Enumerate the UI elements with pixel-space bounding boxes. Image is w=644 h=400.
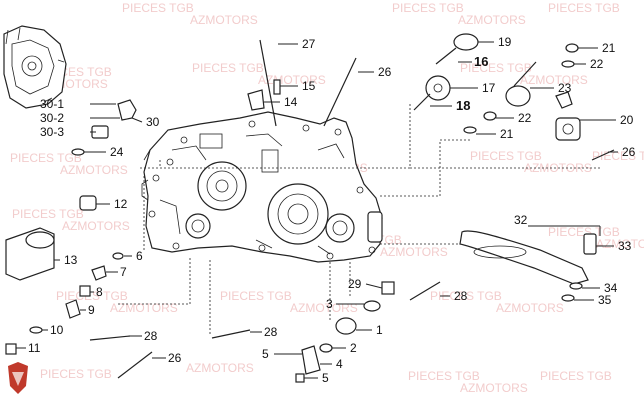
watermark-text: PIECES TGB [192,61,264,75]
watermark-text: PIECES TGB [408,369,480,383]
watermark-text: PIECES TGB [470,149,542,163]
callout-label: 7 [120,265,127,279]
watermark-text: PIECES TGB [56,289,128,303]
callout-label: 26 [168,351,182,365]
watermark-text: AZMOTORS [62,219,130,233]
watermark-text: AZMOTORS [460,381,528,395]
callout-label: 27 [302,37,316,51]
callout-label: 33 [618,239,632,253]
watermark-text: PIECES TGB [10,151,82,165]
callout-label: 2 [350,341,357,355]
callout-label: 5 [322,371,329,385]
callout-label: 15 [302,79,316,93]
callout-label: 10 [50,323,64,337]
callout-label: 14 [284,95,298,109]
watermark-text: AZMOTORS [290,301,358,315]
watermark-text: PIECES TGB [40,367,112,381]
long-bolts [89,39,615,379]
watermark-text: PIECES TGB [592,149,644,163]
callout-label: 9 [88,303,95,317]
callout-label: 19 [498,35,512,49]
watermark-text: AZMOTORS [524,161,592,175]
watermark-text: AZMOTORS [380,245,448,259]
watermark-text: PIECES TGB [540,369,612,383]
callout-labels: 27 15 26 14 19 16 17 18 21 22 23 21 22 2… [28,35,636,385]
callout-label: 30 [146,115,160,129]
watermark-text: AZMOTORS [190,13,258,27]
callout-label: 21 [500,127,514,141]
watermark-text: PIECES TGB [460,61,532,75]
callout-label: 20 [620,113,634,127]
callout-label: 4 [336,357,343,371]
leader-lines [16,41,618,379]
watermark-text: PIECES TGB [392,1,464,15]
watermark-text: PIECES TGB [430,289,502,303]
callout-label: 30-1 [40,97,64,111]
callout-label: 23 [558,81,572,95]
crankcase-half [141,111,383,263]
small-parts [5,33,597,383]
watermark-text: PIECES TGB [548,225,620,239]
watermark-text: PIECES TGB [12,207,84,221]
watermark-text: AZMOTORS [520,73,588,87]
watermark-text: AZMOTORS [496,301,564,315]
callout-label: 5 [262,347,269,361]
callout-label: 28 [454,289,468,303]
callout-label: 26 [378,65,392,79]
callout-label: 3 [326,297,333,311]
watermark-text: AZMOTORS [186,361,254,375]
callout-label: 24 [110,145,124,159]
callout-label: 22 [518,111,532,125]
callout-label: 28 [264,325,278,339]
callout-label: 13 [64,253,78,267]
callout-label: 1 [376,323,383,337]
callout-label: 16 [474,54,488,69]
callout-label: 11 [28,341,41,355]
callout-label: 8 [96,285,103,299]
callout-label: 30-3 [40,125,64,139]
callout-label: 12 [114,197,128,211]
watermark-text: PIECES TGB [220,289,292,303]
watermark-text: PIECES TGB [122,1,194,15]
callout-label: 21 [602,41,616,55]
callout-label: 18 [456,98,470,113]
callout-label: 30-2 [40,111,64,125]
callout-label: 29 [348,277,362,291]
watermark-text: AZMOTORS [110,301,178,315]
shield-logo [8,362,28,394]
engine-thumbnail [3,25,67,109]
callout-label: 22 [590,57,604,71]
callout-label: 34 [604,281,618,295]
watermark-text: AZMOTORS [60,163,128,177]
callout-label: 35 [598,293,612,307]
callout-label: 28 [144,329,158,343]
watermark-text: PIECES TGB [548,1,620,15]
watermark-text: AZMOTORS [458,13,526,27]
callout-label: 26 [622,145,636,159]
callout-label: 17 [482,81,496,95]
watermark-text: AZMOTORS [596,237,644,251]
callout-label: 32 [514,213,528,227]
callout-label: 6 [136,249,143,263]
